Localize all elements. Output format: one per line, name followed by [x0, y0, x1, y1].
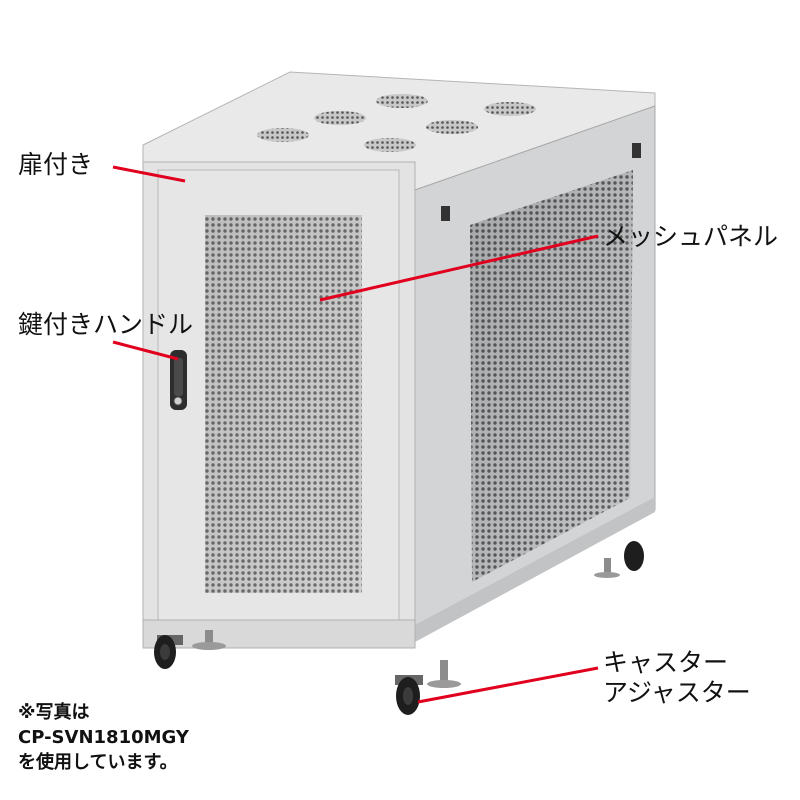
handle-label: 鍵付きハンドル: [18, 310, 194, 339]
caster-label-line2: アジャスター: [603, 678, 751, 707]
top-vents: [257, 94, 536, 152]
handle-callout-line: [112, 340, 179, 361]
caster-label-line1: キャスター: [603, 648, 729, 677]
photo-note-line1: ※写真は: [18, 702, 90, 723]
photo-note-model: CP-SVN1810MGY: [18, 727, 189, 748]
casters: [154, 541, 644, 715]
door-label: 扉付き: [18, 150, 94, 179]
door-handle: [170, 350, 187, 410]
adjusters: [192, 558, 620, 688]
mesh-callout-line: [319, 234, 599, 302]
caster-callout-line: [417, 666, 599, 704]
photo-note: ※写真は CP-SVN1810MGY を使用しています。: [18, 700, 189, 775]
mesh-panel-label: メッシュパネル: [603, 222, 779, 251]
callout-lines: [112, 165, 599, 704]
caster-label: キャスター アジャスター: [603, 648, 751, 708]
door-callout-line: [112, 165, 186, 183]
photo-note-line3: を使用しています。: [18, 752, 178, 773]
